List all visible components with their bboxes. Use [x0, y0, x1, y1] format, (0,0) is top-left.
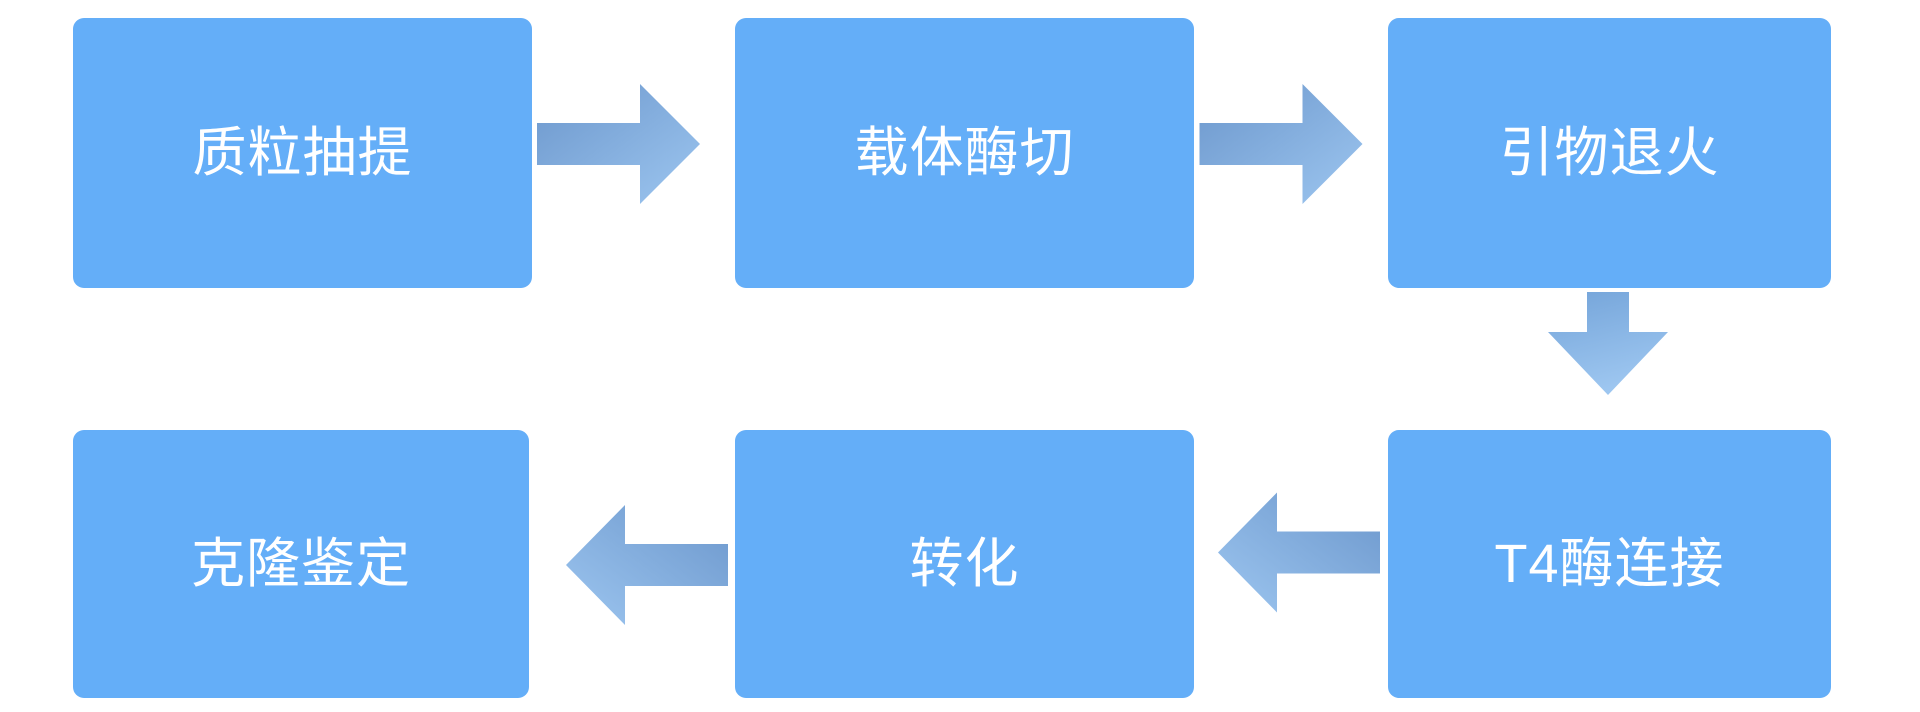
arrow-down-icon [1548, 292, 1668, 395]
flow-step-clone-identification: 克隆鉴定 [73, 430, 529, 698]
arrow-left-icon [1218, 492, 1380, 613]
flow-step-label: 转化 [909, 534, 1020, 594]
flow-step-label: 引物退火 [1499, 123, 1720, 183]
flow-step-t4-ligation: T4酶连接 [1388, 430, 1831, 698]
arrow-right-icon [1199, 84, 1363, 204]
arrow-left-icon [566, 505, 728, 625]
flow-step-label: 载体酶切 [854, 123, 1075, 183]
flow-step-transformation: 转化 [735, 430, 1194, 698]
flow-step-vector-digestion: 载体酶切 [735, 18, 1194, 288]
flow-step-label: 克隆鉴定 [191, 534, 411, 594]
arrow-right-icon [537, 84, 700, 204]
flow-step-label: T4酶连接 [1494, 534, 1725, 594]
flow-step-plasmid-extraction: 质粒抽提 [73, 18, 532, 288]
flow-step-label: 质粒抽提 [192, 123, 413, 183]
flow-step-primer-annealing: 引物退火 [1388, 18, 1831, 288]
